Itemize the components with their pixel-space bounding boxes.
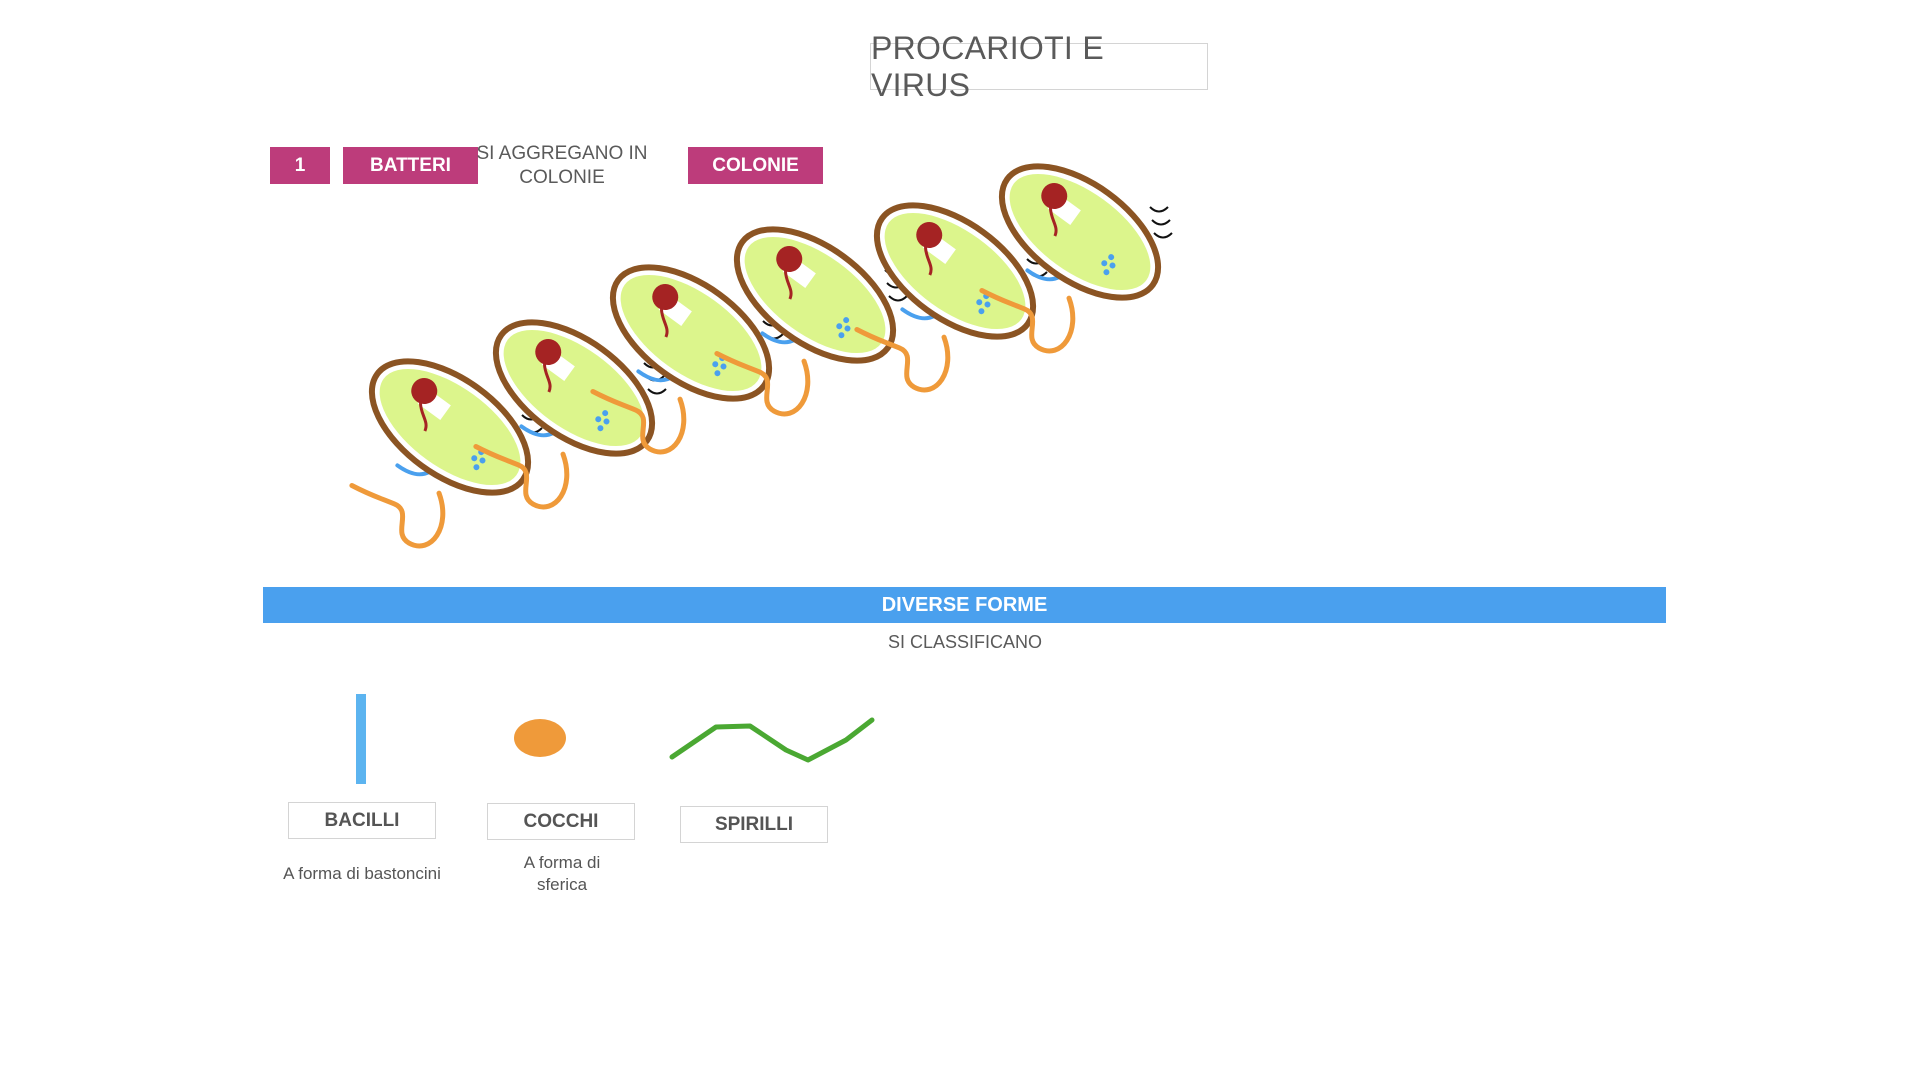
bacilli-description: A forma di bastoncini bbox=[283, 864, 441, 883]
bacterium-icon bbox=[590, 264, 784, 455]
batteri-tag: BATTERI bbox=[343, 147, 478, 184]
diverse-forme-banner: DIVERSE FORME bbox=[263, 587, 1666, 623]
bacillus-shape-icon bbox=[356, 694, 366, 784]
spirillum-shape-icon bbox=[669, 717, 875, 763]
cocchi-description-line1: A forma di bbox=[523, 853, 601, 872]
aggregate-text-line2: COLONIE bbox=[519, 167, 605, 188]
bacterium-icon bbox=[714, 226, 908, 417]
aggregate-text: SI AGGREGANO IN COLONIE bbox=[468, 142, 656, 190]
bacterium-icon bbox=[349, 358, 543, 549]
bacterium-icon bbox=[854, 202, 1048, 393]
bacterium-icon bbox=[473, 319, 667, 510]
number-badge: 1 bbox=[270, 147, 330, 184]
classify-text: SI CLASSIFICANO bbox=[887, 632, 1043, 652]
bacterium-icon bbox=[979, 163, 1173, 354]
cocchi-description: A forma di sferica bbox=[480, 852, 644, 896]
bacilli-label: BACILLI bbox=[288, 802, 436, 839]
spirilli-label: SPIRILLI bbox=[680, 806, 828, 843]
coccus-shape-icon bbox=[514, 719, 566, 757]
colonie-tag: COLONIE bbox=[688, 147, 823, 184]
cocchi-description-line2: sferica bbox=[536, 875, 588, 894]
aggregate-text-line1: SI AGGREGANO IN bbox=[476, 143, 648, 164]
cocchi-label: COCCHI bbox=[487, 803, 635, 840]
